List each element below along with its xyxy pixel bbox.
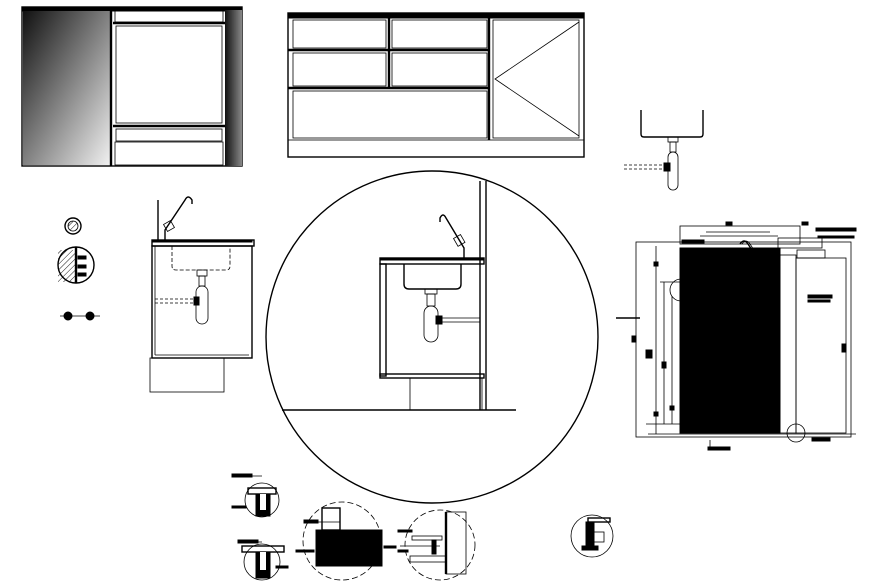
detail-symbols xyxy=(57,217,100,321)
bottom-detail-2 xyxy=(237,539,289,581)
bottom-detail-5 xyxy=(570,514,614,558)
sink-trap-detail xyxy=(624,110,704,191)
bottom-detail-4 xyxy=(397,509,476,581)
sink-cabinet-section xyxy=(149,196,255,393)
cabinet-front-elevation xyxy=(21,6,243,167)
bottom-detail-1 xyxy=(231,473,280,518)
bottom-detail-3 xyxy=(295,501,397,581)
cabinet-side-section xyxy=(616,221,857,451)
drawer-unit-elevation xyxy=(287,12,585,158)
enlarged-sink-detail xyxy=(265,170,599,504)
